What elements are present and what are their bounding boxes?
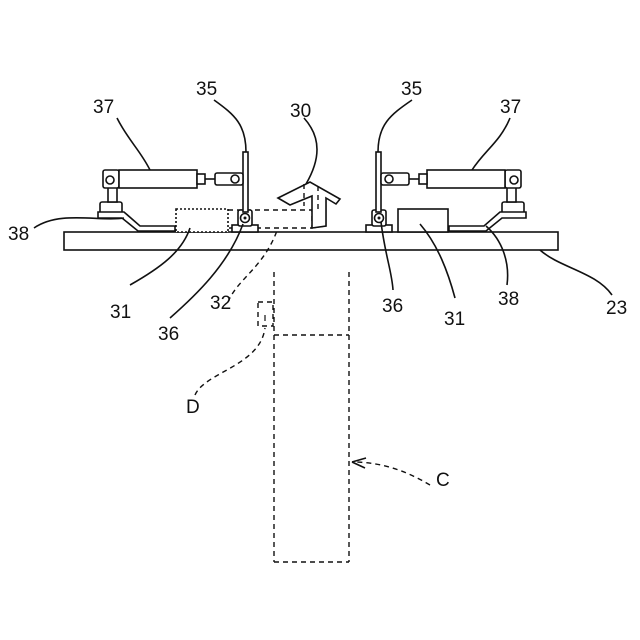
right-pivot bbox=[366, 152, 392, 232]
label-30: 30 bbox=[290, 101, 311, 122]
label-36-left: 36 bbox=[158, 324, 179, 345]
left-block bbox=[176, 209, 228, 232]
label-23: 23 bbox=[606, 298, 627, 319]
label-37-right: 37 bbox=[500, 97, 521, 118]
label-c: C bbox=[436, 470, 450, 491]
label-38-left: 38 bbox=[8, 224, 29, 245]
right-cylinder bbox=[381, 170, 524, 214]
left-bracket bbox=[98, 212, 175, 231]
base-plate bbox=[64, 232, 558, 250]
hopper bbox=[278, 182, 340, 228]
left-pivot bbox=[232, 152, 258, 232]
label-31-right: 31 bbox=[444, 309, 465, 330]
leader-lines bbox=[34, 100, 612, 485]
left-cylinder bbox=[100, 170, 243, 214]
dashed-column bbox=[274, 272, 349, 562]
label-38-right: 38 bbox=[498, 289, 519, 310]
label-35-right: 35 bbox=[401, 79, 422, 100]
sensor-box bbox=[258, 302, 273, 326]
label-d: D bbox=[186, 397, 200, 418]
label-32: 32 bbox=[210, 293, 231, 314]
label-36-right: 36 bbox=[382, 296, 403, 317]
label-37-left: 37 bbox=[93, 97, 114, 118]
label-31-left: 31 bbox=[110, 302, 131, 323]
label-35-left: 35 bbox=[196, 79, 217, 100]
